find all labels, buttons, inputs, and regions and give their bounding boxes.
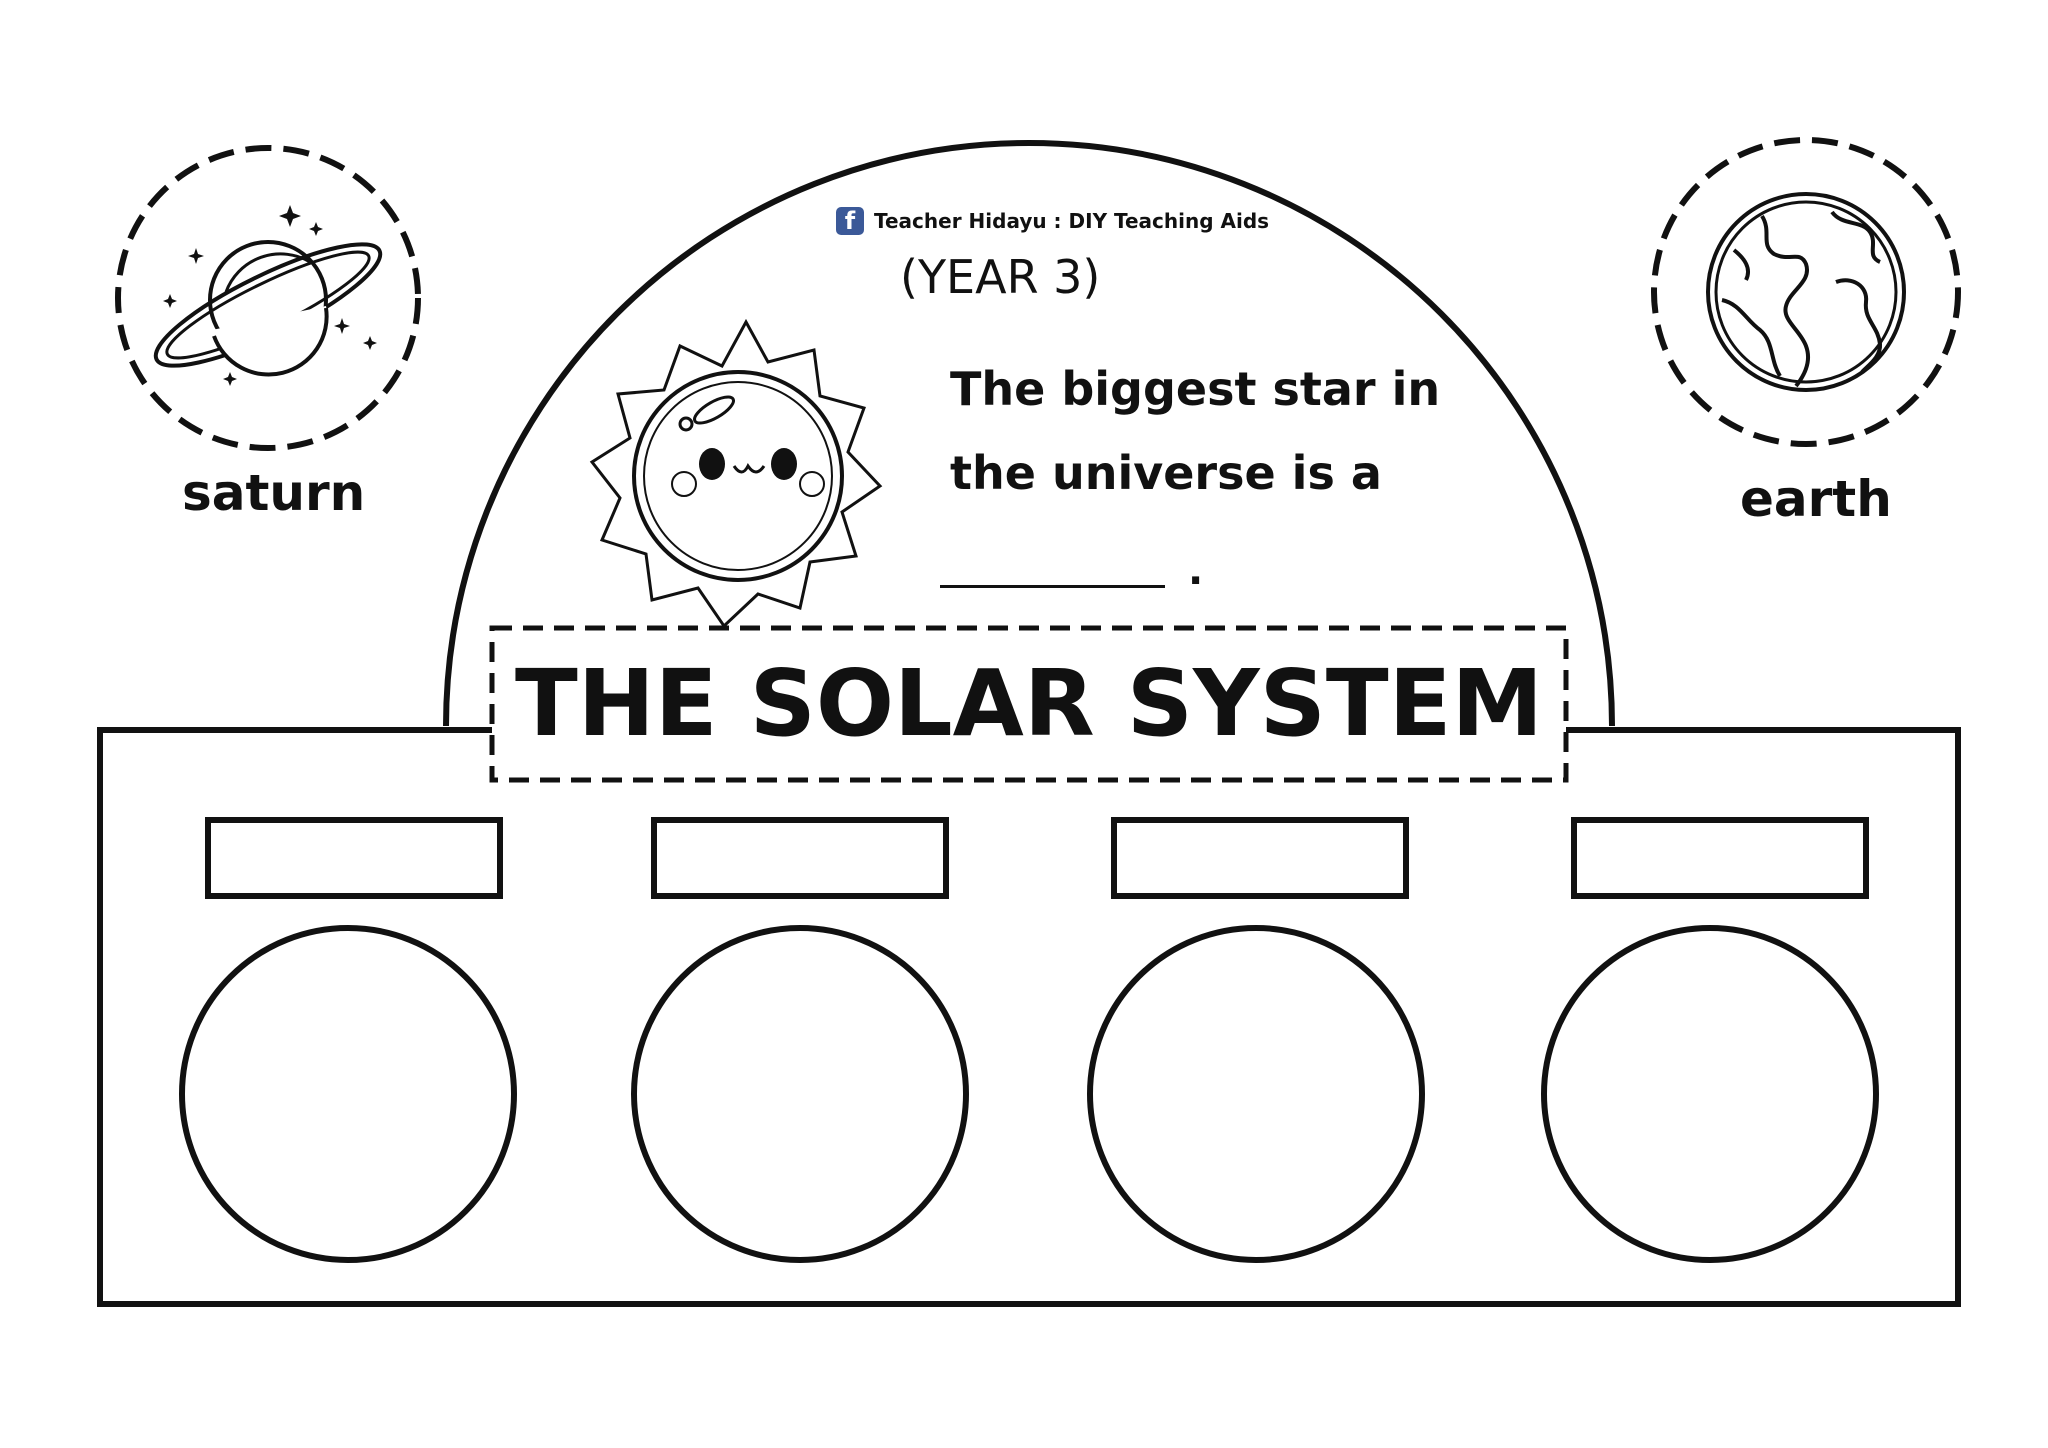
earth-icon <box>1706 192 1906 392</box>
planet-circle-4[interactable] <box>1541 925 1879 1263</box>
facebook-icon: f <box>836 207 864 235</box>
planet-circle-3[interactable] <box>1087 925 1425 1263</box>
credit-line: f Teacher Hidayu : DIY Teaching Aids <box>836 206 1269 236</box>
answer-blank[interactable] <box>940 585 1165 588</box>
label-box-3[interactable] <box>1111 817 1409 899</box>
base-frame <box>97 727 1961 1307</box>
title-dashed-box <box>489 625 1569 783</box>
planet-circle-2[interactable] <box>631 925 969 1263</box>
label-box-4[interactable] <box>1571 817 1869 899</box>
earth-dashed-circle[interactable] <box>1651 137 1961 447</box>
saturn-label: saturn <box>182 464 366 522</box>
label-box-2[interactable] <box>651 817 949 899</box>
planet-circle-1[interactable] <box>179 925 517 1263</box>
question-line-2: the universe is a <box>950 446 1382 500</box>
earth-label: earth <box>1740 470 1892 528</box>
label-box-1[interactable] <box>205 817 503 899</box>
saturn-icon <box>153 240 383 377</box>
worksheet-title: THE SOLAR SYSTEM <box>514 649 1544 757</box>
saturn-dashed-circle[interactable] <box>115 145 421 451</box>
answer-period: . <box>1188 548 1204 594</box>
dome-outline <box>443 140 1615 727</box>
grade-label: (YEAR 3) <box>900 250 1101 304</box>
sparkle-stars <box>163 205 377 386</box>
question-line-1: The biggest star in <box>950 362 1441 416</box>
credit-text: Teacher Hidayu : DIY Teaching Aids <box>874 209 1270 233</box>
sun-icon <box>589 318 883 629</box>
